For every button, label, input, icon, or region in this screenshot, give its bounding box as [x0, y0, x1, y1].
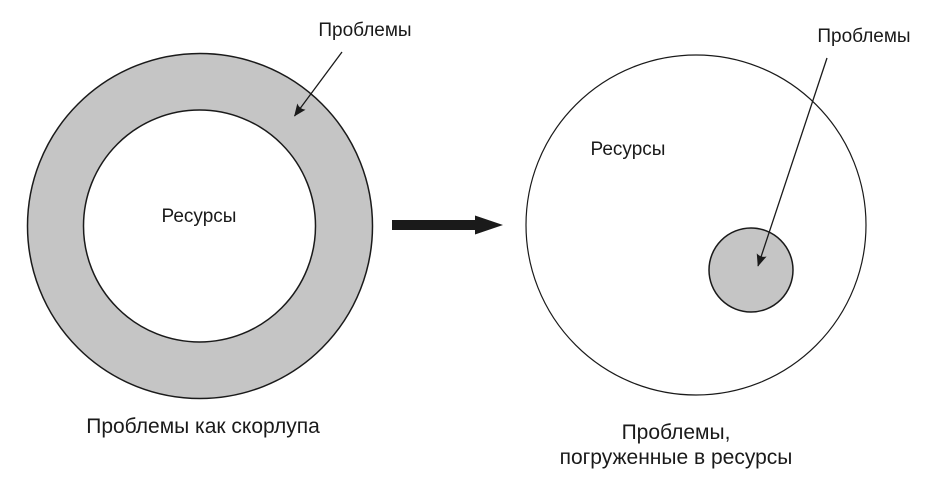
problems-spot-circle [708, 227, 794, 313]
transform-arrow-head [475, 215, 503, 235]
resources-core-circle [82, 109, 317, 343]
transform-arrow-icon [392, 215, 503, 235]
right-problems-pointer-label: Проблемы [817, 26, 910, 47]
left-problems-pointer-label: Проблемы [318, 20, 411, 41]
problems-pointer-arrow [293, 51, 343, 117]
left-diagram: Проблемы Ресурсы Проблемы как скорлупа [26, 20, 412, 438]
left-resources-label: Ресурсы [162, 206, 237, 227]
right-caption-line2: погруженные в ресурсы [560, 446, 793, 469]
right-resources-label: Ресурсы [591, 139, 666, 160]
problems-pointer-arrow [756, 57, 828, 267]
right-diagram: Проблемы Ресурсы Проблемы, погруженные в… [525, 26, 911, 469]
left-caption: Проблемы как скорлупа [86, 415, 320, 438]
resources-area-circle [525, 54, 867, 396]
right-caption-line1: Проблемы, [622, 421, 731, 444]
